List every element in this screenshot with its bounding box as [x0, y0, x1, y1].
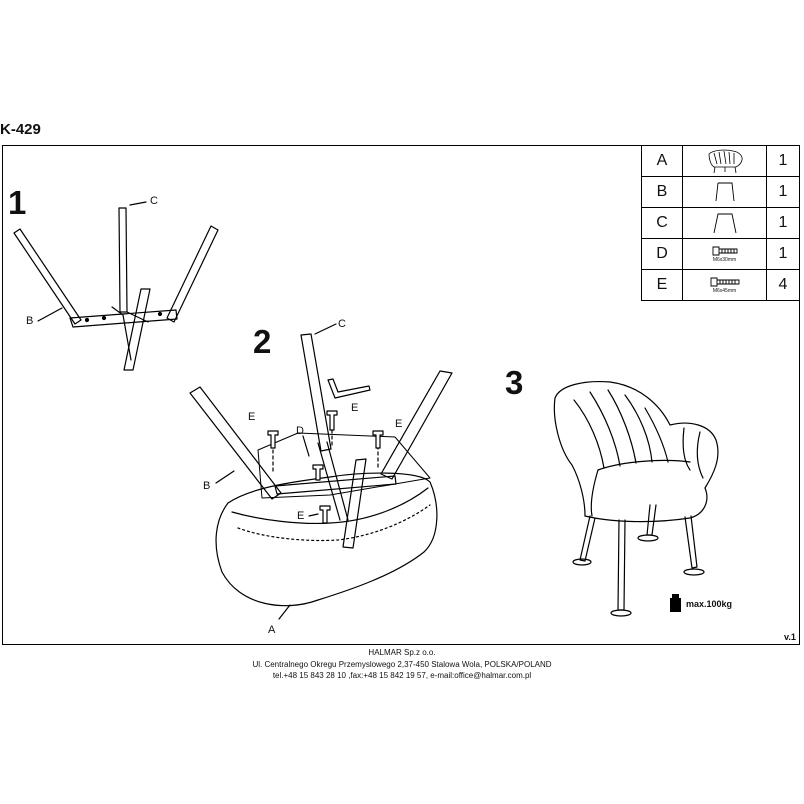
footer-company: HALMAR Sp.z o.o.: [368, 648, 436, 657]
part-code: C: [641, 207, 683, 239]
callout-e-step2: E: [395, 418, 403, 430]
part-code: E: [641, 269, 683, 301]
parts-table: A 1 B 1 C: [641, 145, 800, 301]
step-number-3: 3: [505, 364, 524, 401]
step1-leg-frames: [13, 201, 219, 371]
part-code: B: [641, 176, 683, 208]
weight-limit-label: max.100kg: [686, 599, 733, 609]
front-leg-frame-icon: [713, 213, 736, 234]
step-number-2: 2: [253, 323, 272, 360]
part-qty: 1: [766, 238, 800, 270]
parts-row-d: D M6x30mm 1: [641, 238, 800, 270]
callout-d-step2: D: [296, 425, 304, 437]
step3-armchair: [553, 380, 719, 617]
callout-c-step2: C: [338, 318, 346, 330]
step-number-1: 1: [8, 184, 27, 221]
part-qty: 1: [766, 207, 800, 239]
bolt-spec: M6x45mm: [712, 288, 737, 294]
parts-row-e: E M6x45mm 4: [641, 269, 800, 301]
model-title: K-429: [0, 121, 41, 138]
step2-upturned-chair: [189, 323, 453, 620]
footer-address: Ul. Centralnego Okregu Przemyslowego 2,3…: [252, 660, 552, 669]
bolt-icon: [712, 246, 737, 256]
callout-b-step1: B: [26, 315, 34, 327]
part-code: D: [641, 238, 683, 270]
parts-row-b: B 1: [641, 176, 800, 208]
rear-leg-frame-icon: [715, 182, 734, 202]
armchair-seat-icon: [708, 149, 743, 174]
bolt-spec: M6x30mm: [712, 257, 737, 263]
part-code: A: [641, 145, 683, 177]
bolt-icon: [710, 277, 739, 287]
part-qty: 1: [766, 145, 800, 177]
part-qty: 4: [766, 269, 800, 301]
callout-b-step2: B: [203, 480, 211, 492]
parts-row-c: C 1: [641, 207, 800, 239]
callout-e-step2: E: [248, 411, 256, 423]
callout-c-step1: C: [150, 195, 158, 207]
callout-e-step2: E: [351, 402, 359, 414]
footer-contact: tel.+48 15 843 28 10 ,fax:+48 15 842 19 …: [272, 671, 532, 680]
instruction-frame: [2, 145, 800, 645]
weight-icon: [670, 594, 681, 612]
part-qty: 1: [766, 176, 800, 208]
parts-row-a: A 1: [641, 145, 800, 177]
version-label: v.1: [784, 632, 796, 642]
callout-a-step2: A: [268, 624, 276, 636]
callout-e-step2: E: [297, 510, 305, 522]
